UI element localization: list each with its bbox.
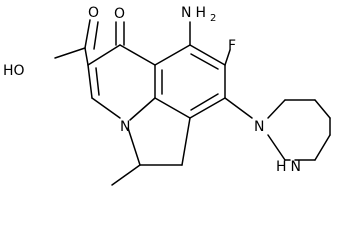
ring-nitrogen-label: N <box>120 119 130 135</box>
amino-label: N H 2 <box>181 4 216 24</box>
bond-c2-n <box>91 97 121 119</box>
bond-c7=c8-b <box>190 93 219 111</box>
chemical-structure: HO O O N H 2 F N N H N <box>3 4 331 186</box>
bond-chme-n <box>127 127 141 166</box>
acid-oxygen-label: O <box>88 5 99 21</box>
piperazine-nh-label: H N <box>276 158 301 175</box>
bond-c7-piperazine <box>224 97 253 119</box>
bond-pip-4 <box>314 134 331 161</box>
bond-c6-f <box>224 49 231 66</box>
bond-acid-c=o-2 <box>93 21 99 50</box>
hydroxyl-label: HO <box>3 63 25 79</box>
bond-c8-c9a <box>154 97 191 119</box>
bonds <box>54 19 331 186</box>
bond-c4-c4a <box>119 44 156 66</box>
bond-c5=c6-a <box>189 44 226 66</box>
ketone-oxygen-label: O <box>114 6 125 22</box>
atom-labels: HO O O N H 2 F N N H N <box>3 4 301 175</box>
bond-c8-ch2 <box>181 117 191 166</box>
bond-n-c9a <box>129 97 156 121</box>
bond-c-oh <box>54 47 86 59</box>
bond-c7=c8-a <box>189 97 226 119</box>
bond-acid-c=o-1 <box>84 19 91 49</box>
bond-pip-3 <box>314 99 331 119</box>
bond-pip-1 <box>267 99 286 119</box>
bond-c5=c6-b <box>190 53 219 70</box>
bond-c2=c3-a <box>87 64 93 99</box>
bond-c3-c4 <box>87 44 121 66</box>
bond-acid-ring <box>84 47 89 66</box>
bond-c2=c3-b <box>95 67 100 96</box>
bond-c4a-c5 <box>154 44 191 66</box>
piperazine-n1-label: N <box>254 119 264 135</box>
bond-pip-6 <box>267 134 286 161</box>
bond-chme-methyl <box>111 164 141 186</box>
fluoro-label: F <box>228 38 236 54</box>
